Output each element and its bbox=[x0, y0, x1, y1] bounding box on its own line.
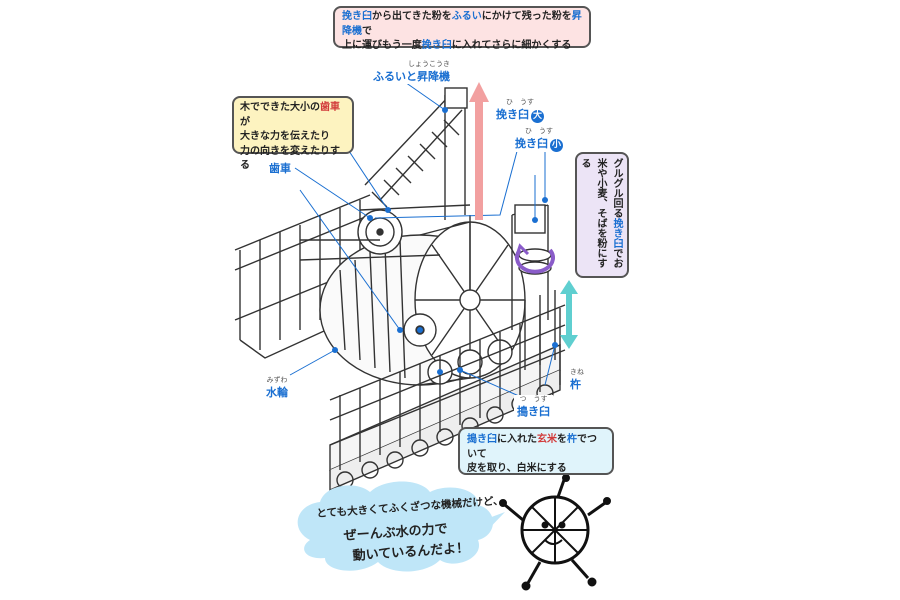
up-arrow bbox=[469, 82, 489, 220]
term-brown-rice: 玄米 bbox=[537, 434, 557, 445]
ruby: みずわ bbox=[266, 376, 288, 384]
text: に入れた bbox=[497, 434, 537, 445]
text: 挽き臼 bbox=[515, 137, 548, 150]
text: 搗き臼 bbox=[517, 405, 550, 418]
callout-gears-line2: 大きな力を伝えたり bbox=[240, 130, 346, 145]
text: 挽き臼 bbox=[496, 108, 529, 121]
callout-gears: 木でできた大小の歯車が 大きな力を伝えたり 力の向きを変えたりする bbox=[232, 96, 354, 154]
badge-small: 小 bbox=[550, 139, 563, 152]
ruby: ひ うす bbox=[496, 98, 544, 106]
text: ふるいと昇降機 bbox=[373, 70, 450, 83]
callout-rice-pounding-line1: 搗き臼に入れた玄米を杵でついて bbox=[467, 433, 605, 462]
ruby: しょうこうき bbox=[373, 60, 450, 68]
callout-gears-line1: 木でできた大小の歯車が bbox=[240, 101, 346, 130]
label-millstone-small: ひ うす 挽き臼小 bbox=[512, 127, 566, 152]
text: に入れてさらに細かくする bbox=[452, 40, 572, 51]
text: 杵 bbox=[570, 378, 581, 391]
ruby: ひ うす bbox=[515, 127, 563, 135]
label-sieve-elevator: しょうこうき ふるいと昇降機 bbox=[370, 60, 453, 84]
label-waterwheel: みずわ 水輪 bbox=[263, 376, 291, 400]
term-mortar: 搗き臼 bbox=[467, 434, 497, 445]
text: 木でできた大小の bbox=[240, 102, 320, 113]
text: で bbox=[611, 248, 622, 258]
callout-flour-cycle-line2: 上に運びもう一度挽き臼に入れてさらに細かくする bbox=[342, 39, 582, 54]
term-gear: 歯車 bbox=[320, 102, 340, 113]
updown-arrow bbox=[560, 280, 578, 349]
callout-rice-pounding: 搗き臼に入れた玄米を杵でついて 皮を取り、白米にする bbox=[458, 427, 614, 475]
term-millstone: 挽き臼 bbox=[422, 40, 452, 51]
text: から出てきた粉を bbox=[372, 11, 452, 22]
callout-flour-cycle: 挽き臼から出てきた粉をふるいにかけて残った粉を昇降機で 上に運びもう一度挽き臼に… bbox=[333, 6, 591, 48]
text: にかけて残った粉を bbox=[482, 11, 572, 22]
callout-flour-cycle-line1: 挽き臼から出てきた粉をふるいにかけて残った粉を昇降機で bbox=[342, 10, 582, 39]
ruby: つ うす bbox=[517, 395, 550, 403]
label-mortar: つ うす 搗き臼 bbox=[514, 395, 553, 419]
label-pestle: きね 杵 bbox=[567, 368, 587, 392]
callout-millstone-grinding: グルグル回る挽き臼でお米や小麦、そばを粉にする bbox=[575, 152, 629, 278]
term-millstone: 挽き臼 bbox=[342, 11, 372, 22]
label-millstone-large: ひ うす 挽き臼大 bbox=[493, 98, 547, 123]
text: グルグル回る bbox=[611, 158, 622, 218]
term-sieve: ふるい bbox=[452, 11, 482, 22]
text: 歯車 bbox=[269, 162, 291, 175]
label-gear: 歯車 bbox=[266, 160, 294, 176]
ruby: きね bbox=[570, 368, 584, 376]
callout-rice-pounding-line2: 皮を取り、白米にする bbox=[467, 462, 605, 477]
text: を bbox=[557, 434, 567, 445]
term-pestle: 杵 bbox=[567, 434, 577, 445]
term-millstone: 挽き臼 bbox=[611, 218, 622, 248]
badge-large: 大 bbox=[531, 110, 544, 123]
text: 上に運びもう一度 bbox=[342, 40, 422, 51]
text: で bbox=[362, 26, 372, 37]
text: が bbox=[240, 117, 250, 128]
text: 水輪 bbox=[266, 386, 288, 399]
waterwheel-character bbox=[500, 475, 611, 591]
